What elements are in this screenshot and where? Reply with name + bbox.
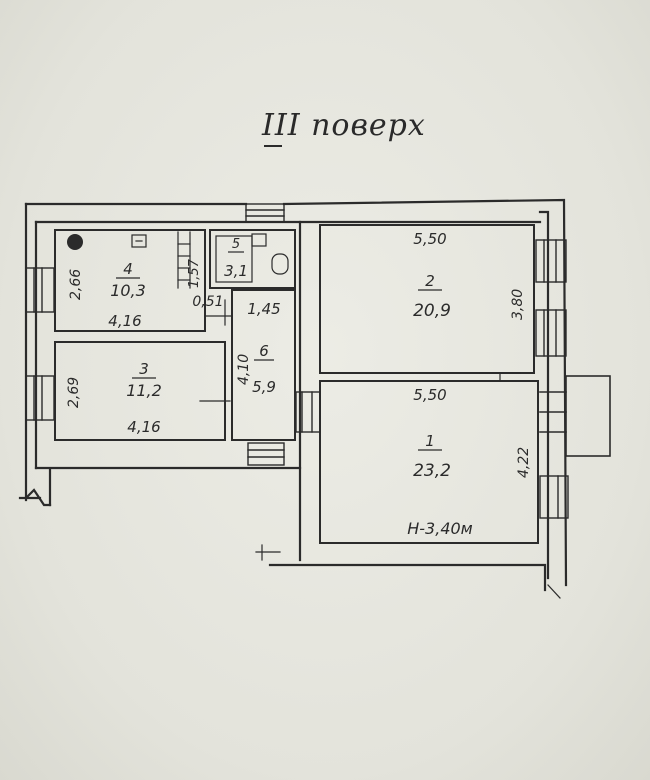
dim-051: 0,51	[192, 294, 223, 310]
stove-icon	[67, 234, 83, 250]
room-5-number: 5	[232, 237, 240, 252]
room-3-depth: 2,69	[66, 377, 82, 408]
room-2-area: 20,9	[413, 301, 451, 321]
room-5-dim: 1,57	[187, 258, 202, 288]
room-2-width: 5,50	[413, 230, 446, 248]
balcony	[539, 375, 611, 457]
room-5-area: 3,1	[224, 262, 248, 280]
room-6-depth: 4,10	[236, 354, 252, 385]
room-3-width: 4,16	[127, 418, 160, 436]
room-3-area: 11,2	[126, 381, 162, 400]
room-4-depth: 2,66	[68, 269, 84, 300]
room-4-area: 10,3	[110, 281, 146, 300]
room-5-outline	[209, 229, 296, 289]
room-1-depth: 4,22	[516, 447, 532, 478]
room-6-area: 5,9	[252, 378, 276, 396]
room-6-outline	[231, 289, 296, 441]
fraction-bars	[116, 251, 442, 451]
fixtures	[131, 231, 289, 289]
room-4-outline	[54, 229, 206, 332]
room-2-number: 2	[425, 272, 435, 290]
floor-title: III поверх	[262, 108, 426, 143]
room-4-width: 4,16	[108, 312, 141, 330]
outer-walls	[18, 198, 568, 592]
room-1-width: 5,50	[413, 386, 446, 404]
room-4-number: 4	[123, 260, 133, 278]
door-marks	[199, 299, 561, 599]
room-1-number: 1	[425, 432, 435, 450]
room-1-outline	[319, 380, 539, 544]
room-2-depth: 3,80	[510, 289, 526, 320]
room-1-area: 23,2	[413, 461, 451, 481]
windows	[25, 203, 569, 519]
room-6-width: 1,45	[247, 300, 280, 318]
dimension-labels: 4 10,3 4,16 2,66 1,57 5 3,1 0,51 1,45 6 …	[66, 230, 532, 538]
room-2-outline	[319, 224, 535, 374]
room-3-number: 3	[139, 360, 149, 378]
room-3-outline	[54, 341, 226, 441]
room-6-number: 6	[259, 342, 269, 360]
ceiling-height: Н-3,40м	[407, 519, 473, 538]
